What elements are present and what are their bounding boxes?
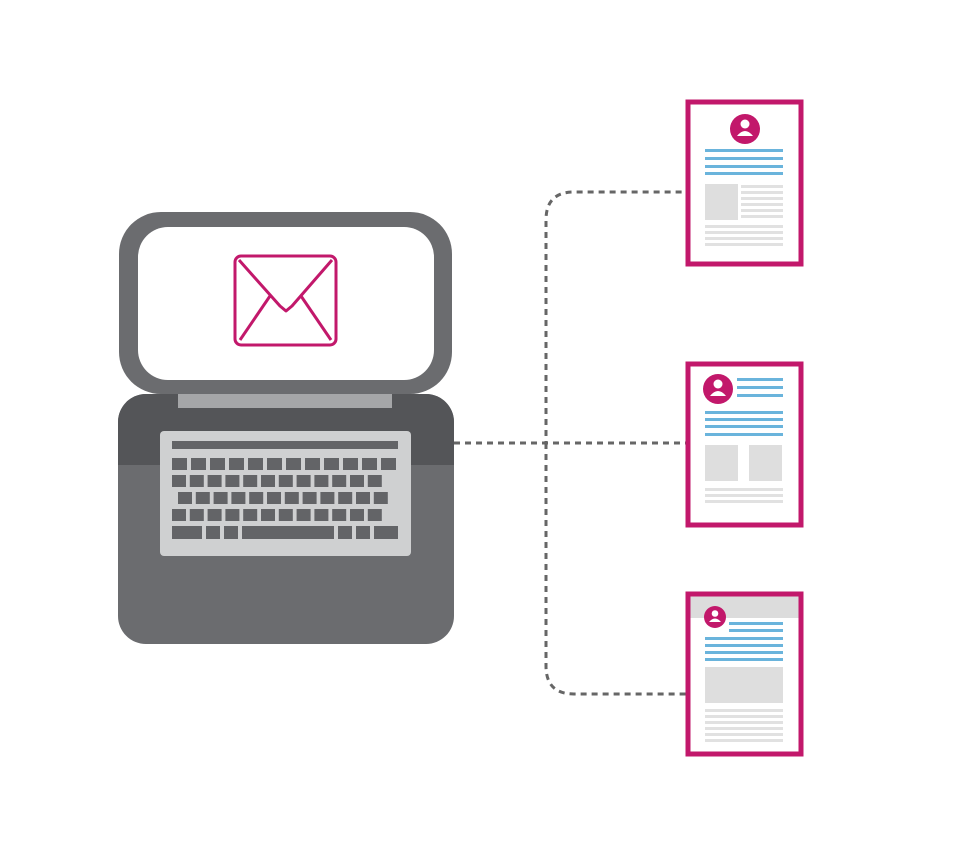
document-3-image-block — [705, 667, 783, 703]
keyboard-key — [356, 526, 370, 539]
document-1-text-lines — [705, 185, 783, 246]
connector-group — [454, 190, 686, 696]
document-3-frame — [685, 591, 804, 757]
keyboard-key — [191, 458, 206, 470]
keyboard-key — [172, 441, 398, 449]
keyboard-key — [225, 475, 240, 487]
keyboard-key — [178, 492, 192, 504]
user-icon — [710, 379, 726, 396]
keyboard-key — [261, 475, 275, 487]
keyboard-key — [373, 492, 388, 504]
user-icon — [709, 610, 721, 622]
keyboard-key — [195, 492, 210, 504]
document-card-2 — [685, 361, 804, 528]
document-3-text-lines — [705, 709, 783, 742]
document-2-title-lines — [705, 378, 783, 436]
keyboard-key — [278, 475, 293, 487]
keyboard-key — [314, 475, 329, 487]
keyboard-key — [338, 492, 353, 504]
keyboard-key — [367, 475, 382, 487]
keyboard-key — [243, 475, 258, 487]
keyboard-key — [338, 526, 352, 539]
keyboard-key — [324, 458, 339, 470]
keyboard-key — [172, 509, 186, 521]
laptop-screen — [138, 227, 434, 380]
document-card-1 — [685, 99, 804, 267]
keyboard-key — [172, 526, 202, 539]
user-avatar-icon — [730, 114, 760, 144]
keyboard-key — [261, 509, 275, 521]
keyboard-key — [296, 509, 311, 521]
keyboard-key — [286, 458, 301, 470]
keyboard-key — [231, 492, 246, 504]
keyboard-key — [302, 492, 317, 504]
keyboard-key — [210, 458, 225, 470]
keyboard-key — [172, 458, 187, 470]
keyboard-key — [350, 475, 364, 487]
connector-to-doc-1 — [454, 190, 686, 445]
user-avatar-icon — [704, 606, 726, 628]
keyboard-key — [206, 526, 220, 539]
keyboard-key — [362, 458, 377, 470]
keyboard-key — [343, 458, 358, 470]
laptop — [118, 212, 454, 644]
keyboard-key — [350, 509, 364, 521]
user-avatar-icon — [703, 374, 733, 404]
document-2-image-block-left — [705, 445, 738, 481]
connector-to-doc-3 — [544, 443, 686, 696]
keyboard-key — [305, 458, 320, 470]
keyboard-key — [189, 509, 204, 521]
keyboard-key — [332, 509, 347, 521]
laptop-hinge — [178, 394, 392, 408]
keyboard-key — [172, 475, 186, 487]
keyboard-keys — [172, 441, 398, 539]
keyboard-key — [284, 492, 299, 504]
keyboard-key — [296, 475, 311, 487]
keyboard-key — [207, 475, 222, 487]
keyboard-key — [267, 492, 281, 504]
document-2-text-lines — [705, 488, 783, 503]
keyboard-key — [224, 526, 238, 539]
keyboard-key — [207, 509, 222, 521]
keyboard-key — [367, 509, 382, 521]
keyboard-key — [242, 526, 334, 539]
envelope-icon — [233, 254, 338, 347]
keyboard-key — [320, 492, 335, 504]
keyboard-key — [381, 458, 396, 470]
keyboard-key — [374, 526, 398, 539]
keyboard-key — [248, 458, 263, 470]
keyboard-key — [267, 458, 282, 470]
user-icon — [737, 119, 753, 136]
keyboard-key — [356, 492, 370, 504]
keyboard-key — [229, 458, 244, 470]
keyboard-key — [189, 475, 204, 487]
keyboard-key — [278, 509, 293, 521]
document-card-3 — [685, 591, 804, 757]
document-1-title-lines — [705, 149, 783, 175]
document-2-image-block-right — [749, 445, 782, 481]
keyboard-key — [332, 475, 347, 487]
keyboard-key — [213, 492, 228, 504]
keyboard-key — [243, 509, 258, 521]
keyboard-key — [249, 492, 264, 504]
keyboard-key — [314, 509, 329, 521]
document-3-title-lines — [705, 622, 783, 661]
document-1-image-block — [705, 184, 738, 220]
keyboard-key — [225, 509, 240, 521]
